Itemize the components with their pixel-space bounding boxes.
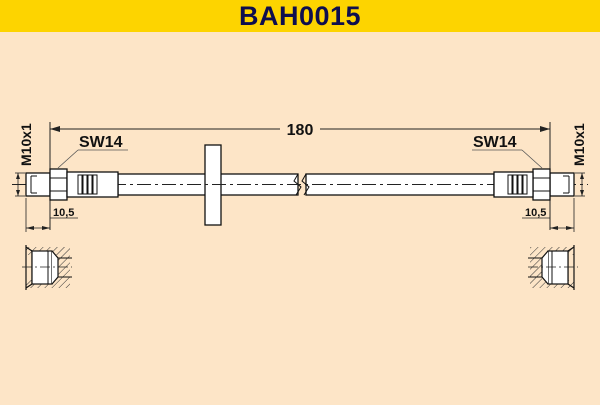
part-number-title: BAH0015 [238, 0, 362, 31]
right-fitting: SW14 M10x1 10,5 [472, 123, 587, 232]
overall-length-label: 180 [287, 122, 314, 139]
left-thread-label: M10x1 [18, 123, 34, 166]
left-length-label: 10,5 [53, 207, 74, 219]
left-wrench-size-label: SW14 [79, 134, 123, 151]
left-port-section [22, 245, 72, 290]
title-bar: BAH0015 [0, 0, 600, 32]
right-wrench-size-label: SW14 [473, 134, 517, 151]
right-thread-label: M10x1 [571, 123, 587, 166]
technical-drawing: 180 SW14 M10x1 [0, 32, 600, 400]
right-length-label: 10,5 [525, 207, 546, 219]
right-port-section [528, 245, 578, 290]
left-fitting: SW14 M10x1 10,5 [15, 123, 128, 232]
